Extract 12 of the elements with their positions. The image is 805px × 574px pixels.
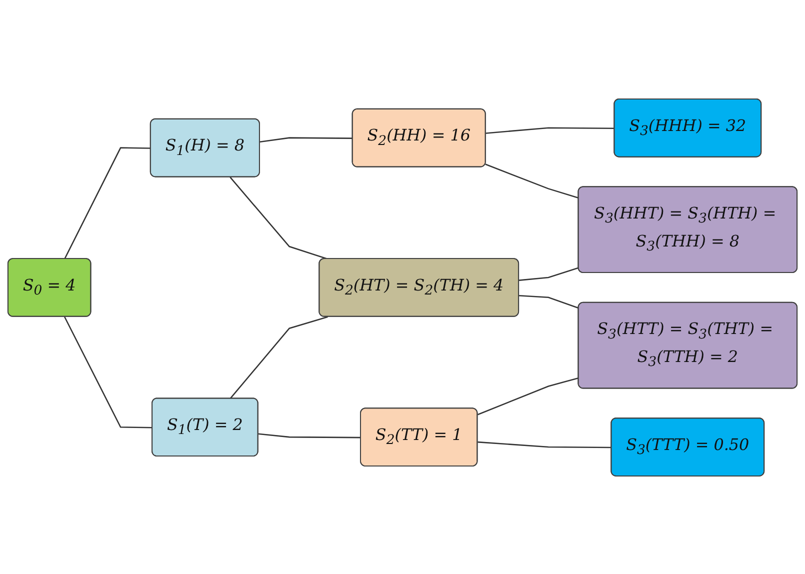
- connector: [230, 176, 328, 260]
- connector: [230, 316, 328, 399]
- connector: [485, 163, 579, 198]
- connector: [477, 376, 579, 415]
- connector: [258, 432, 361, 438]
- connector: [518, 266, 579, 280]
- connector: [64, 316, 153, 428]
- connector: [486, 126, 615, 134]
- connector: [519, 294, 579, 308]
- connector: [478, 440, 612, 448]
- connector: [64, 146, 151, 259]
- connector: [260, 136, 353, 142]
